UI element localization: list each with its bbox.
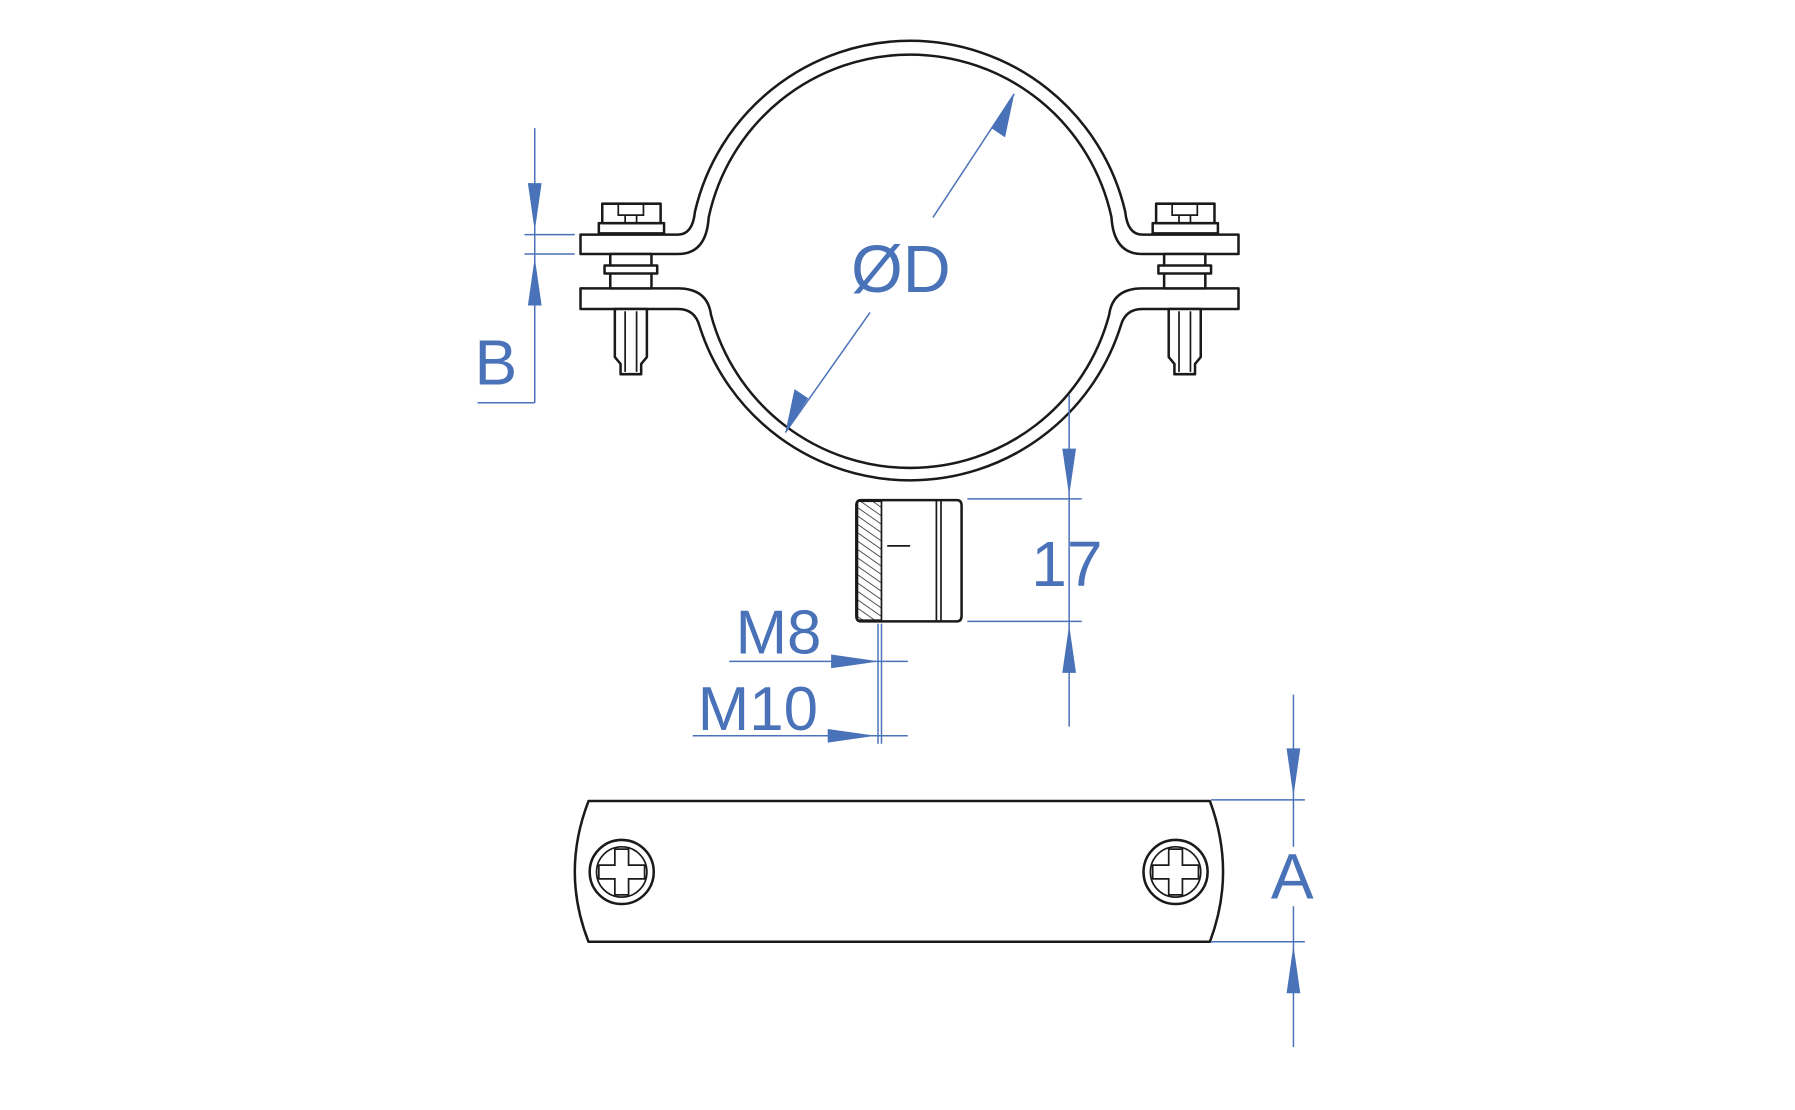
dimension-band-width: A (1211, 694, 1314, 1048)
thread-small-label: M8 (736, 598, 822, 667)
band-top-view (573, 799, 1225, 944)
nut-height-label: 17 (1031, 528, 1102, 600)
dimension-diameter: ØD (784, 93, 1015, 433)
left-screw-head (588, 838, 656, 906)
dimension-threads: M8 M10 (692, 598, 908, 744)
clamp-lower-half (579, 287, 1240, 482)
band-width-label: A (1271, 840, 1314, 912)
flange-gap-label: B (474, 326, 517, 398)
left-bolt (597, 202, 666, 376)
dimension-nut-height: 17 (967, 394, 1103, 727)
right-screw-head (1142, 838, 1209, 906)
thread-large-label: M10 (698, 675, 818, 744)
right-bolt (1151, 202, 1220, 376)
dimension-flange-gap: B (474, 128, 575, 404)
clamp-upper-half (579, 39, 1240, 256)
diameter-label: ØD (851, 233, 951, 307)
welded-nut (855, 498, 963, 623)
